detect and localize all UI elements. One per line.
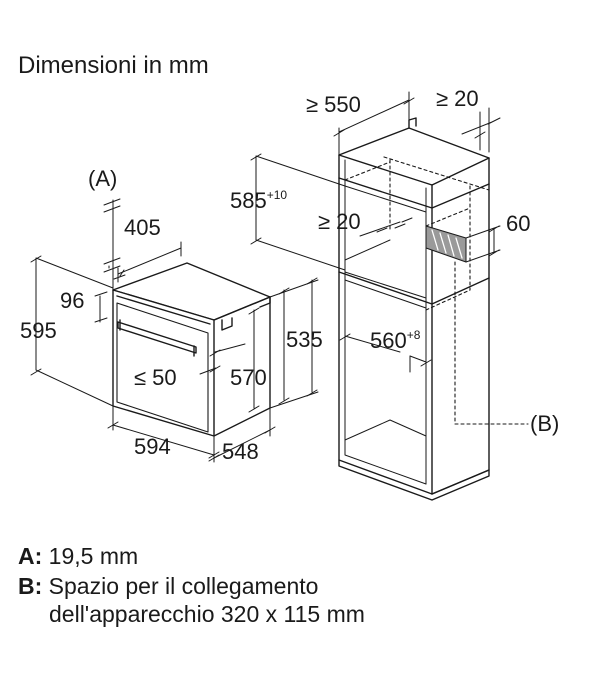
- cabinet-dimension-lines: [250, 91, 501, 373]
- label-a: (A): [88, 166, 117, 191]
- label-ge550: ≥ 550: [306, 92, 361, 117]
- label-b: (B): [530, 411, 559, 436]
- legend-b-text: Spazio per il collegamento: [48, 573, 319, 599]
- label-405: 405: [124, 215, 161, 240]
- label-595: 595: [20, 318, 57, 343]
- cabinet-dashed-lines: [344, 156, 529, 425]
- label-560: 560+8: [370, 328, 421, 353]
- label-ge20-mid: ≥ 20: [318, 209, 361, 234]
- label-548: 548: [222, 439, 259, 464]
- label-96: 96: [60, 288, 84, 313]
- label-535: 535: [286, 327, 323, 352]
- oven-dimension-lines: [30, 198, 319, 463]
- legend-b-key: B:: [18, 573, 43, 599]
- legend-a-key: A:: [18, 543, 43, 569]
- legend-b-text-line2: dell'apparecchio 320 x 115 mm: [49, 601, 365, 627]
- label-le50: ≤ 50: [134, 365, 177, 390]
- legend-a-text: 19,5 mm: [48, 543, 139, 569]
- oven-drawing: [112, 262, 271, 437]
- dimension-labels: (A) 405 96 595 ≤ 50 570 535 594 548 ≥ 55…: [20, 86, 559, 464]
- label-594: 594: [134, 434, 171, 459]
- label-60: 60: [506, 211, 530, 236]
- label-570: 570: [230, 365, 267, 390]
- legend-a: A: 19,5 mm: [18, 541, 138, 571]
- label-ge20-top: ≥ 20: [436, 86, 479, 111]
- cabinet-drawing: [338, 117, 490, 501]
- page-title: Dimensioni in mm: [18, 52, 209, 79]
- legend-b: B: Spazio per il collegamento: [18, 571, 318, 601]
- label-585: 585+10: [230, 188, 287, 213]
